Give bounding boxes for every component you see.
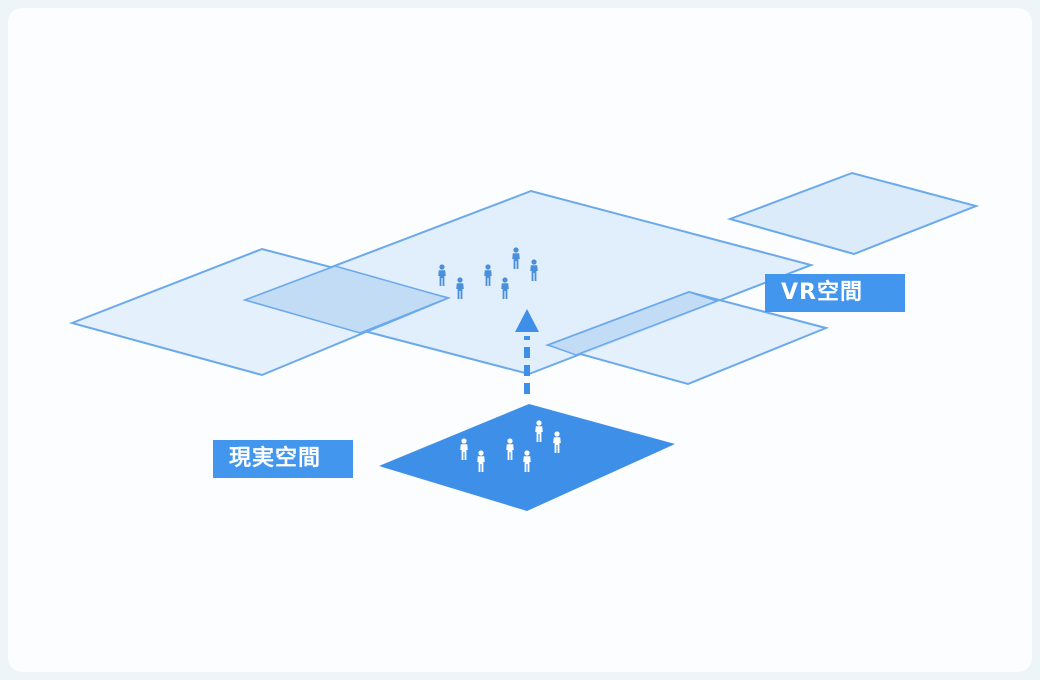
up-arrow [515,309,539,394]
arrow-head-icon [515,309,539,332]
real-space-label: 現実空間 [213,440,353,478]
vr-space-label: VR空間 [765,274,905,312]
vr-plane-main [241,189,815,376]
vr-plane-overlap-left [242,265,451,334]
vr-plane-far-right [726,171,980,256]
vr-plane-overlap-right [545,291,720,356]
